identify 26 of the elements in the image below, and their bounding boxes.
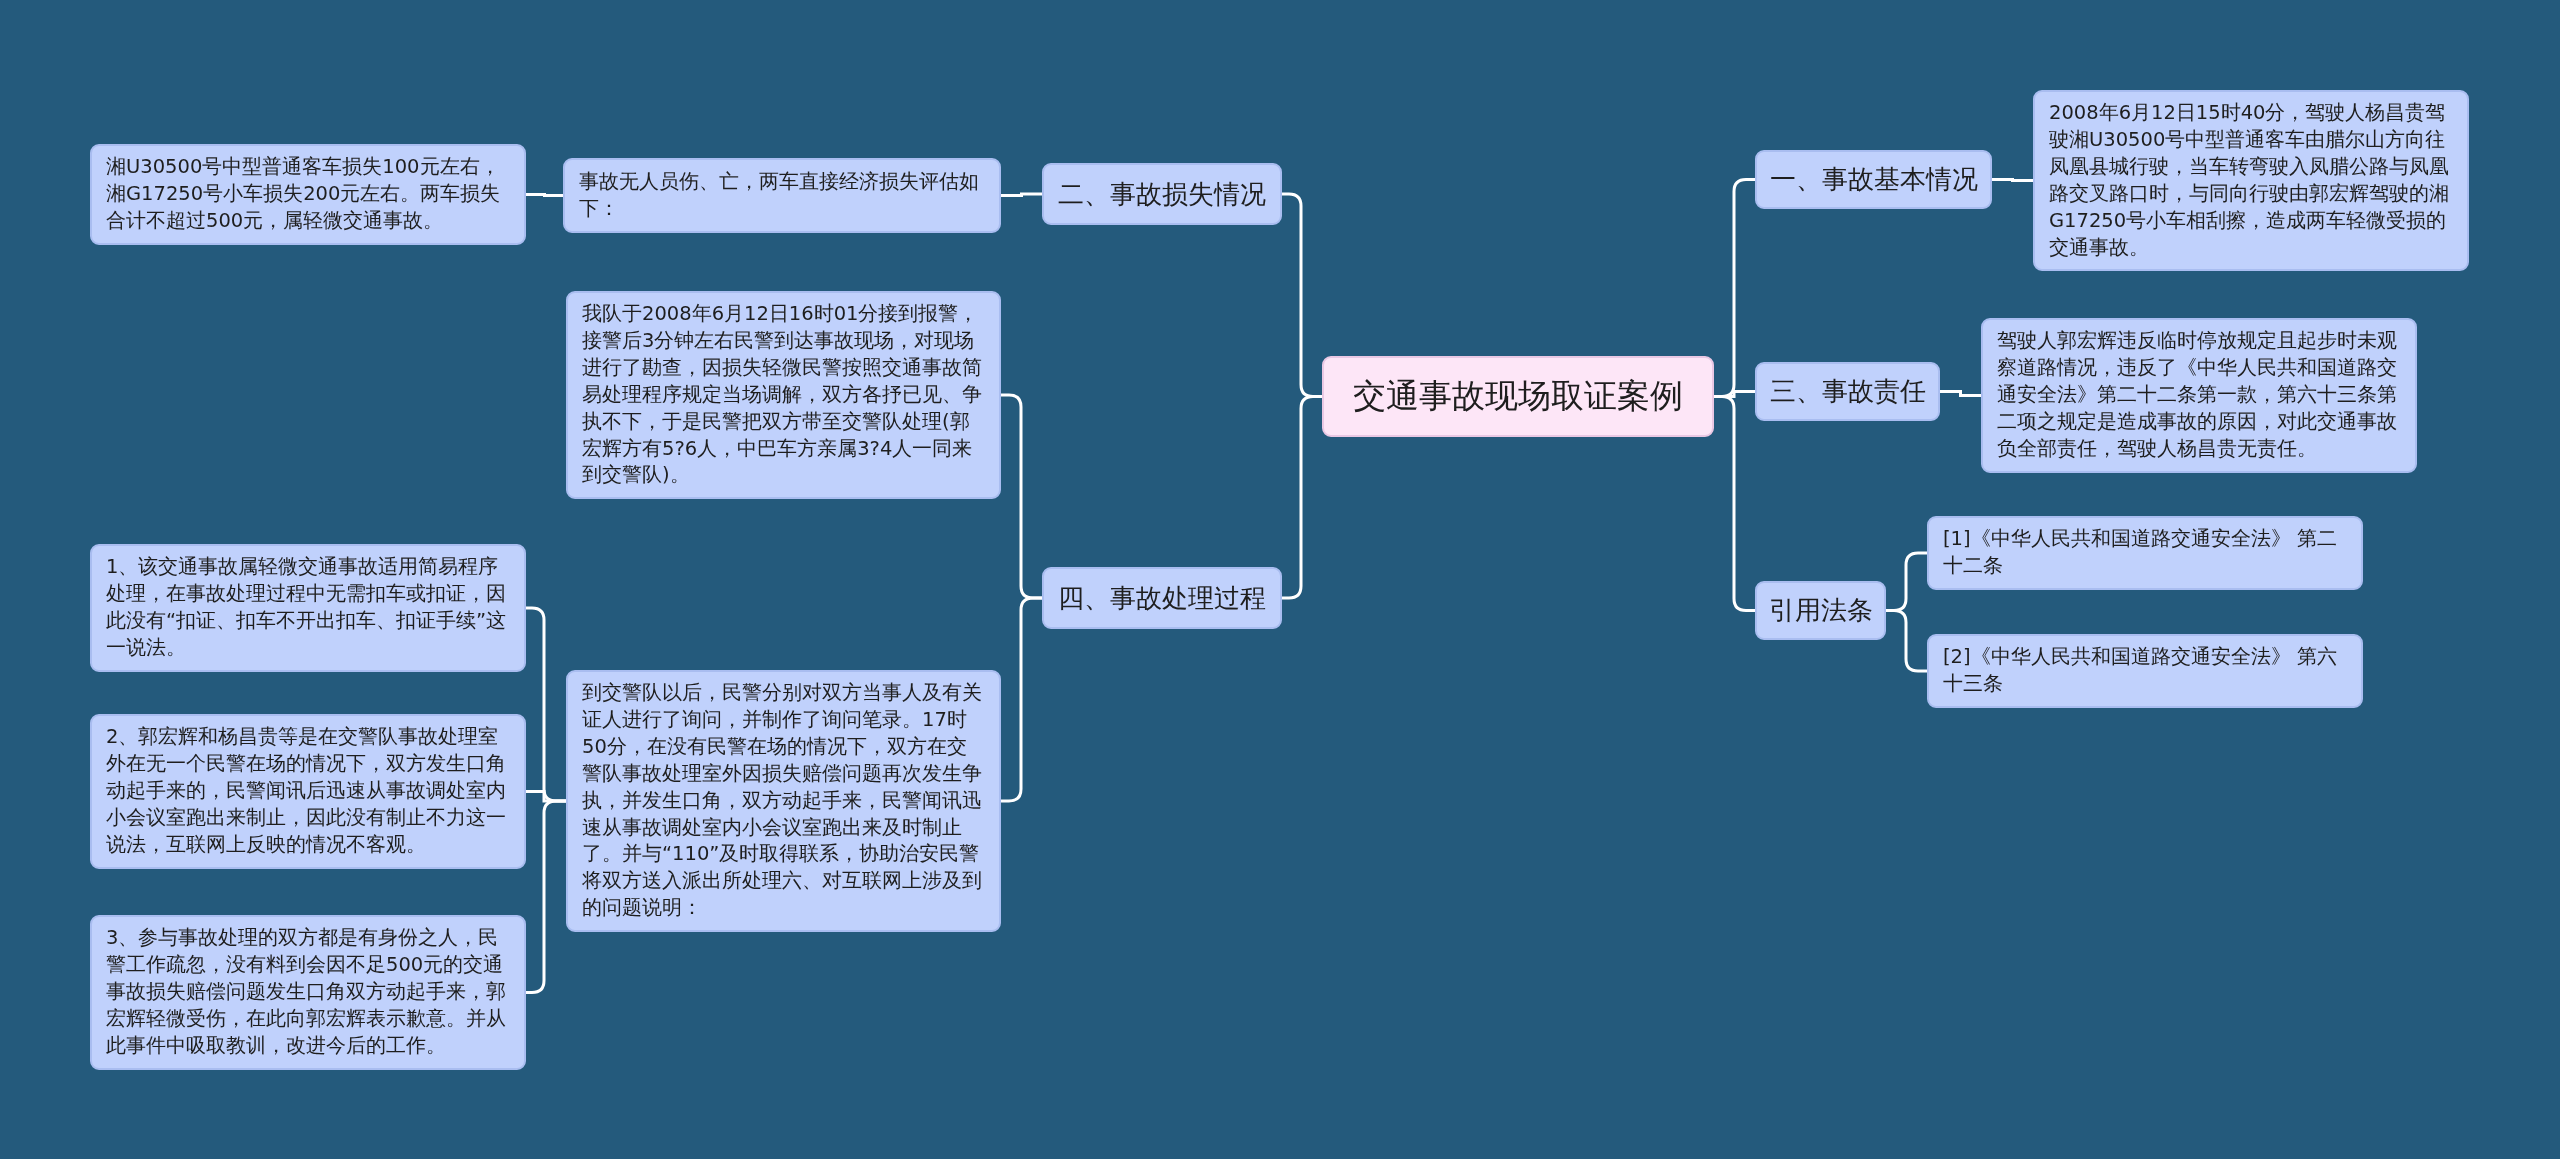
branch-topic-box: 四、事故处理过程 [1042,567,1282,629]
subtopic-box: 2、郭宏辉和杨昌贵等是在交警队事故处理室外在无一个民警在场的情况下，双方发生口角动起手来的，民警闻讯后迅速从事故调处室内小会议室跑出来制止，因此没有制止不力这一说法，互联网上反映的情况不客观。 [90,714,526,869]
subtopic-box: [1]《中华人民共和国道路交通安全法》 第二十二条 [1927,516,2363,590]
connector-line [526,193,563,197]
connector-line [1992,178,2033,182]
subtopic-box: 湘U30500号中型普通客车损失100元左右，湘G17250号小车损失200元左右。两车损失合计不超过500元，属轻微交通事故。 [90,144,526,245]
connector-line [1940,390,1981,397]
branch-topic-box: 一、事故基本情况 [1755,150,1992,209]
subtopic-box: [2]《中华人民共和国道路交通安全法》 第六十三条 [1927,634,2363,708]
connector-line [1886,609,1927,673]
connector-line [526,799,566,994]
subtopic-box: 到交警队以后，民警分别对双方当事人及有关证人进行了询问，并制作了询问笔录。17时50分，在没有民警在场的情况下，双方在交警队事故处理室外因损失赔偿问题再次发生争执，并发生口角，双方动起手来，民警闻讯迅速从事故调处室内小会议室跑出来及时制止了。并与“110”及时取得联系，协助治安民警将双方送入派出所处理六、对互联网上涉及到的问题说明： [566,670,1001,933]
connector-line [1001,596,1042,803]
branch-topic-box: 引用法条 [1755,581,1886,640]
central-topic-box: 交通事故现场取证案例 [1322,356,1714,437]
subtopic-box: 2008年6月12日15时40分，驾驶人杨昌贵驾驶湘U30500号中型普通客车由腊尔山方向往凤凰县城行驶，当车转弯驶入凤腊公路与凤凰路交叉路口时，与同向行驶由郭宏辉驾驶的湘G17250号小车相刮擦，造成两车轻微受损的交通事故。 [2033,90,2469,272]
subtopic-box: 事故无人员伤、亡，两车直接经济损失评估如下： [563,158,1001,233]
subtopic-box: 驾驶人郭宏辉违反临时停放规定且起步时未观察道路情况，违反了《中华人民共和国道路交通安全法》第二十二条第一款，第六十三条第二项之规定是造成事故的原因，对此交通事故负全部责任，驾驶人杨昌贵无责任。 [1981,318,2417,473]
branch-topic-box: 三、事故责任 [1755,362,1940,421]
connector-line [1001,192,1042,197]
connector-line [1282,395,1322,600]
branch-topic-box: 二、事故损失情况 [1042,163,1282,225]
connector-line [1714,395,1755,612]
subtopic-box: 3、参与事故处理的双方都是有身份之人，民警工作疏忽，没有料到会因不足500元的交通事故损失赔偿问题发生口角双方动起手来，郭宏辉轻微受伤，在此向郭宏辉表示歉意。并从此事件中吸取教训，改进今后的工作。 [90,915,526,1070]
subtopic-box: 我队于2008年6月12日16时01分接到报警，接警后3分钟左右民警到达事故现场，对现场进行了勘查，因损失轻微民警按照交通事故简易处理程序规定当场调解，双方各抒已见、争执不下，于是民警把双方带至交警队处理(郭宏辉方有5?6人，中巴车方亲属3?4人一同来到交警队)。 [566,291,1001,500]
subtopic-box: 1、该交通事故属轻微交通事故适用简易程序处理，在事故处理过程中无需扣车或扣证，因此没有“扣证、扣车不开出扣车、扣证手续”这一说法。 [90,544,526,672]
